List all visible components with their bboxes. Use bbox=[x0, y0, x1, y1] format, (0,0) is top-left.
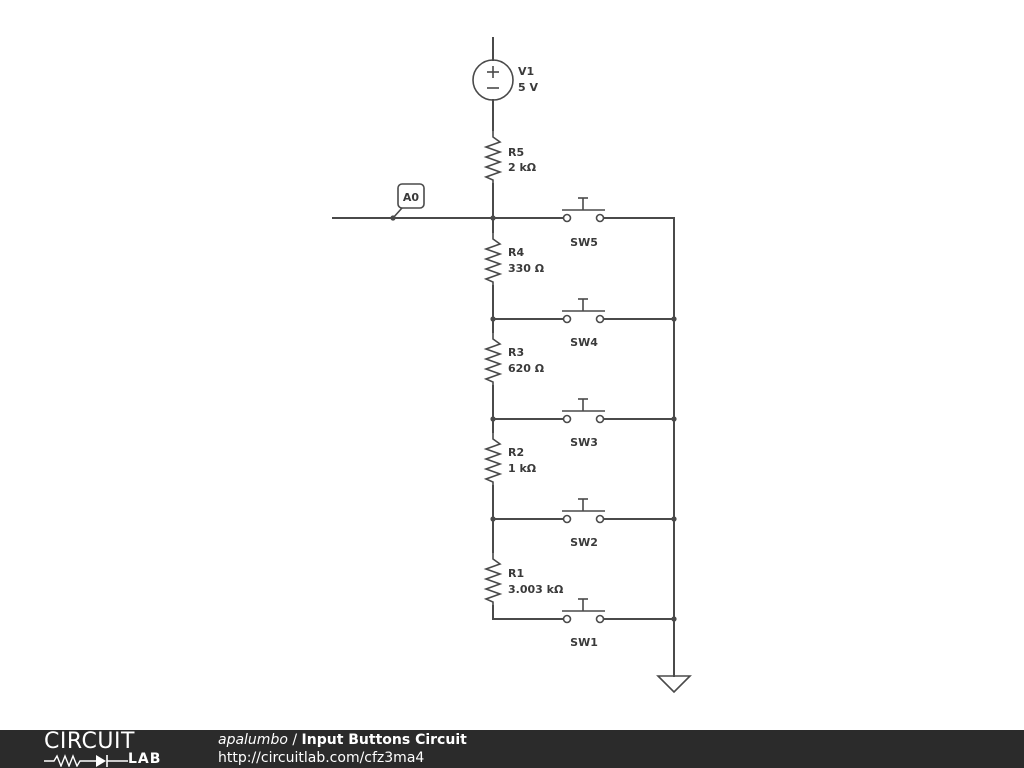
resistor-r1: R1 3.003 kΩ bbox=[483, 552, 564, 606]
switch-label: SW4 bbox=[570, 336, 598, 349]
switch-label: SW1 bbox=[570, 636, 598, 649]
credit-separator: / bbox=[287, 732, 302, 748]
probe-box bbox=[397, 183, 425, 209]
resistor-r2: R2 1 kΩ bbox=[483, 432, 537, 486]
switch-label: SW2 bbox=[570, 536, 598, 549]
resistor-value: 2 kΩ bbox=[508, 161, 537, 174]
source-label: V1 bbox=[518, 65, 534, 78]
logo-wordmark-bottom: LAB bbox=[128, 751, 162, 767]
switch-label: SW5 bbox=[570, 236, 598, 249]
circuit-url-link[interactable]: http://circuitlab.com/cfz3ma4 bbox=[218, 750, 425, 766]
resistor-value: 3.003 kΩ bbox=[508, 583, 564, 596]
circuit-credit: apalumbo / Input Buttons Circuit bbox=[218, 731, 467, 749]
voltage-source-v1: V1 5 V bbox=[472, 59, 538, 101]
circuit-schematic: V1 5 V A0 R5 2 kΩ R4 330 Ω R3 620 Ω R2 1… bbox=[332, 37, 692, 694]
resistor-label: R5 bbox=[508, 146, 524, 159]
wires bbox=[332, 37, 675, 677]
switch-sw1: SW1 bbox=[562, 598, 605, 649]
logo-wordmark-top: CIRCUIT bbox=[44, 729, 135, 754]
resistor-value: 1 kΩ bbox=[508, 462, 537, 475]
resistor-label: R2 bbox=[508, 446, 524, 459]
resistor-label: R1 bbox=[508, 567, 524, 580]
resistor-label: R4 bbox=[508, 246, 524, 259]
switch-sw4: SW4 bbox=[562, 298, 605, 349]
probe-label: A0 bbox=[403, 191, 420, 204]
junction-dots bbox=[490, 215, 677, 622]
switch-sw2: SW2 bbox=[562, 498, 605, 549]
source-value: 5 V bbox=[518, 81, 538, 94]
resistor-value: 330 Ω bbox=[508, 262, 545, 275]
resistor-r5: R5 2 kΩ bbox=[483, 130, 537, 184]
switch-sw5: SW5 bbox=[562, 197, 605, 249]
switch-sw3: SW3 bbox=[562, 398, 605, 449]
resistor-label: R3 bbox=[508, 346, 524, 359]
resistor-r4: R4 330 Ω bbox=[483, 232, 545, 286]
switch-label: SW3 bbox=[570, 436, 598, 449]
circuitlab-logo[interactable]: CIRCUIT LAB bbox=[44, 731, 184, 767]
probe-a0: A0 bbox=[390, 183, 425, 221]
logo-resistor-diode-icon bbox=[44, 754, 128, 767]
resistor-r3: R3 620 Ω bbox=[483, 332, 545, 386]
resistor-value: 620 Ω bbox=[508, 362, 545, 375]
voltage-source-symbol bbox=[472, 59, 514, 101]
ground-symbol bbox=[656, 675, 692, 694]
author-link[interactable]: apalumbo bbox=[218, 732, 288, 748]
circuit-title: Input Buttons Circuit bbox=[301, 732, 467, 748]
footer-bar: CIRCUIT LAB apalumbo / Input Buttons Cir… bbox=[0, 730, 1024, 768]
